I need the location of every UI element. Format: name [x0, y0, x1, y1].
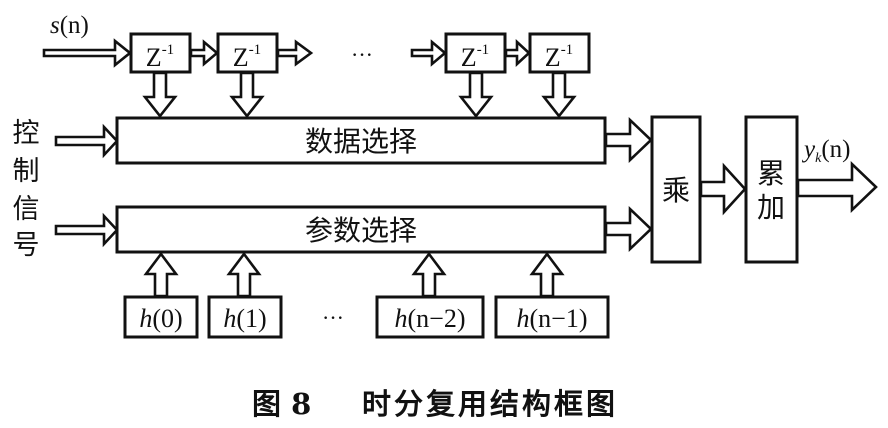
- delay-chain-arrow: [276, 39, 314, 67]
- svg-text:参数选择: 参数选择: [305, 214, 417, 247]
- control-arrow-data: [54, 123, 119, 159]
- svg-text:加: 加: [757, 191, 785, 224]
- coeff-arrow: [411, 251, 447, 298]
- coefficient-block: h(n−2): [375, 295, 485, 339]
- svg-text:Z-1: Z-1: [146, 42, 174, 72]
- delay-unit: Z-1: [528, 32, 591, 74]
- accumulator-block: 累 加: [744, 115, 799, 264]
- svg-text:累: 累: [757, 157, 785, 190]
- coefficient-block: h(n−1): [494, 295, 610, 339]
- delay-chain-arrow: [189, 39, 220, 67]
- tap-arrow: [541, 71, 577, 119]
- output-arrow: [796, 160, 878, 214]
- delay-chain-arrow: [410, 39, 448, 67]
- svg-text:h(n−2): h(n−2): [395, 304, 466, 333]
- control-signal-char: 控: [13, 118, 40, 149]
- figure-title: 时分复用结构框图: [362, 387, 618, 421]
- figure-number: 图 8: [252, 387, 311, 421]
- tap-arrow: [229, 71, 265, 119]
- svg-text:Z-1: Z-1: [233, 42, 261, 72]
- delay-unit: Z-1: [444, 32, 507, 74]
- data-select-block: 数据选择: [115, 116, 607, 165]
- coefficient-block: h(0): [123, 295, 199, 339]
- control-signal-char: 制: [13, 156, 40, 187]
- control-signal-char: 号: [13, 230, 40, 261]
- output-signal-label: yk(n): [801, 136, 850, 166]
- tap-arrow: [458, 71, 494, 119]
- delay-unit: Z-1: [216, 32, 279, 74]
- delay-ellipsis: ···: [351, 42, 373, 67]
- control-signal-char: 信: [13, 194, 40, 225]
- coeff-ellipsis: ···: [322, 305, 344, 330]
- multiplier-block: 乘: [650, 115, 702, 264]
- delay-unit: Z-1: [129, 32, 192, 74]
- param-select-block: 参数选择: [115, 205, 607, 254]
- coeff-arrow: [226, 251, 262, 298]
- svg-text:Z-1: Z-1: [461, 42, 489, 72]
- svg-text:h(0): h(0): [139, 304, 182, 333]
- delay-chain-arrow: [504, 39, 531, 67]
- input-arrow: [42, 38, 133, 68]
- svg-text:h(1): h(1): [223, 304, 266, 333]
- input-signal-label: s(n): [50, 12, 89, 39]
- coeff-arrow: [529, 251, 565, 298]
- tap-arrow: [142, 71, 178, 119]
- coeff-arrow: [143, 251, 179, 298]
- svg-text:乘: 乘: [662, 174, 690, 207]
- svg-text:h(n−1): h(n−1): [517, 304, 588, 333]
- coefficient-block: h(1): [207, 295, 283, 339]
- data-to-multiplier-arrow: [604, 116, 653, 164]
- svg-text:Z-1: Z-1: [545, 42, 573, 72]
- multiplier-to-accumulator-arrow: [699, 162, 747, 216]
- control-arrow-param: [54, 212, 119, 248]
- svg-text:数据选择: 数据选择: [305, 125, 417, 158]
- param-to-multiplier-arrow: [604, 205, 653, 253]
